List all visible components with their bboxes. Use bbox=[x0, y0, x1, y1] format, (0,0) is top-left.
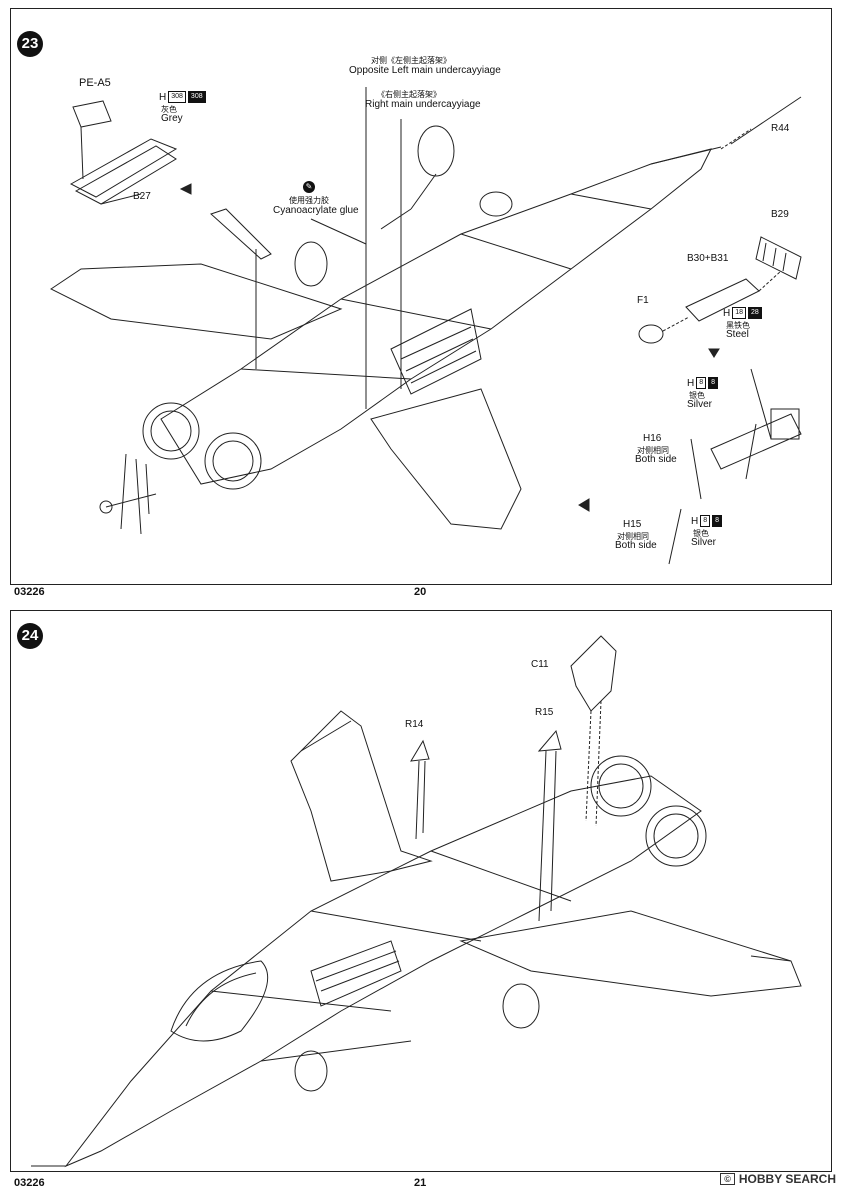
watermark-badge: © bbox=[720, 1173, 735, 1185]
paint-callout-silver-2: H 8 8 bbox=[691, 515, 723, 527]
label-h15: H15 bbox=[623, 519, 642, 530]
label-glue-en: Cyanoacrylate glue bbox=[273, 205, 359, 216]
paint-name-en: Silver bbox=[687, 399, 713, 410]
watermark-text: HOBBY SEARCH bbox=[738, 1172, 836, 1186]
label-h15-cn: 对侧相同 bbox=[617, 532, 649, 541]
paint-code: 8 bbox=[696, 377, 707, 389]
glue-icon: ✎ bbox=[303, 181, 315, 193]
paint-code: 8 bbox=[700, 515, 711, 527]
paint-letter: H bbox=[159, 91, 167, 103]
label-right-cn: 《右侧主起落架》 bbox=[377, 90, 441, 99]
paint-name-cn: 银色 bbox=[689, 391, 705, 400]
step-23-drawing bbox=[50, 87, 802, 565]
label-opposite-cn: 对侧《左侧主起落架》 bbox=[371, 56, 451, 65]
footer-page-number: 21 bbox=[414, 1177, 427, 1189]
step-23-panel: 23 bbox=[10, 8, 832, 585]
paint-callout-steel: H 18 28 bbox=[723, 307, 762, 319]
label-right-en: Right main undercayyiage bbox=[365, 99, 481, 110]
label-b29: B29 bbox=[771, 209, 789, 220]
label-b30-b31: B30+B31 bbox=[687, 253, 729, 264]
label-glue-cn: 使用强力胶 bbox=[289, 196, 329, 205]
paint-callout-grey: H 308 308 bbox=[159, 91, 206, 103]
label-h15-en: Both side bbox=[615, 540, 657, 551]
paint-code-dark: 308 bbox=[187, 91, 206, 103]
label-h16: H16 bbox=[643, 433, 662, 444]
paint-name-en: Steel bbox=[726, 329, 749, 340]
label-h16-cn: 对侧相同 bbox=[637, 446, 669, 455]
paint-callout-silver-1: H 8 8 bbox=[687, 377, 719, 389]
label-pe-a5: PE-A5 bbox=[79, 77, 111, 89]
paint-name-en: Silver bbox=[691, 537, 717, 548]
paint-code: 308 bbox=[168, 91, 186, 103]
footer-page-number: 20 bbox=[414, 586, 427, 598]
paint-letter: H bbox=[687, 377, 695, 389]
step-24-panel: 24 bbox=[10, 610, 832, 1172]
label-r44: R44 bbox=[771, 123, 790, 134]
paint-code-dark: 8 bbox=[712, 515, 723, 527]
label-f1: F1 bbox=[637, 295, 649, 306]
paint-name-en: Grey bbox=[161, 113, 183, 124]
step-number-badge: 24 bbox=[17, 623, 43, 649]
label-opposite-en: Opposite Left main undercayyiage bbox=[349, 65, 501, 76]
paint-code-dark: 28 bbox=[748, 307, 762, 319]
paint-name-cn: 黑铁色 bbox=[726, 321, 750, 330]
footer-product-code: 03226 bbox=[14, 1177, 45, 1189]
watermark: © HOBBY SEARCH bbox=[720, 1172, 836, 1186]
label-r15: R15 bbox=[535, 707, 554, 718]
step-number-badge: 23 bbox=[17, 31, 43, 57]
paint-code-dark: 8 bbox=[708, 377, 719, 389]
paint-letter: H bbox=[723, 307, 731, 319]
paint-name-cn: 灰色 bbox=[161, 105, 177, 114]
label-h16-en: Both side bbox=[635, 454, 677, 465]
label-b27: B27 bbox=[133, 191, 151, 202]
label-r14: R14 bbox=[405, 719, 424, 730]
paint-name-cn: 银色 bbox=[693, 529, 709, 538]
paint-code: 18 bbox=[732, 307, 747, 319]
label-c11: C11 bbox=[531, 659, 549, 670]
paint-letter: H bbox=[691, 515, 699, 527]
step-24-drawing bbox=[31, 635, 802, 1168]
footer-product-code: 03226 bbox=[14, 586, 45, 598]
